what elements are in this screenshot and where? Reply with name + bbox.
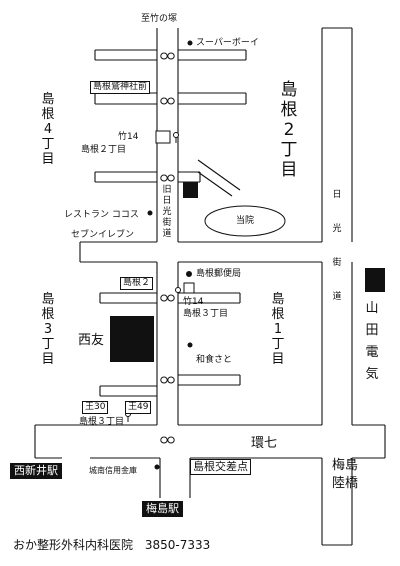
road-right-5 xyxy=(178,374,241,386)
label-post: 島根郵便局 xyxy=(196,269,242,279)
crossing-2 xyxy=(160,97,175,105)
crossing-4 xyxy=(160,294,175,302)
road-diagonal xyxy=(197,159,241,197)
label-seven: セブンイレブン xyxy=(71,230,135,240)
label-nishiarai: 西新井駅 xyxy=(10,463,62,479)
road-middle xyxy=(79,241,157,263)
area-shimane-2: 島根2丁目 xyxy=(280,80,298,180)
road-left-2 xyxy=(94,92,157,105)
crossing-3 xyxy=(160,174,175,182)
road-kannana xyxy=(34,424,322,459)
label-shimane2-stop: 島根２丁目 xyxy=(81,145,127,155)
road-left-5 xyxy=(99,385,157,397)
label-super: スーパーボーイ xyxy=(196,38,259,48)
road-left-1 xyxy=(94,49,157,61)
crossing-6 xyxy=(160,436,175,444)
label-shimane2-box: 島根２ xyxy=(120,277,154,290)
label-touin: 当院 xyxy=(236,216,255,226)
label-bank: 城南信用金庫 xyxy=(89,466,137,475)
dot-restaurant xyxy=(147,210,153,216)
box-take14 xyxy=(155,130,171,144)
yamada-building xyxy=(365,268,385,292)
label-nikko-kaido: 日光街道 xyxy=(332,190,342,302)
road-south xyxy=(159,458,191,498)
dot-post xyxy=(186,271,192,277)
label-restaurant: レストラン ココス xyxy=(64,210,139,220)
road-left-4 xyxy=(99,292,157,304)
touin-ellipse xyxy=(204,205,286,237)
crossing-5 xyxy=(160,376,175,384)
label-take14-a: 竹14 xyxy=(118,132,139,142)
label-take14-b: 竹14 xyxy=(183,297,204,307)
area-shimane-3: 島根3丁目 xyxy=(41,292,55,367)
road-right-3 xyxy=(178,171,201,183)
bus-stop-pin-2 xyxy=(175,287,181,298)
label-shimane3-a: 島根３丁目 xyxy=(183,309,229,319)
clinic-building xyxy=(183,182,198,198)
label-o30: 王30 xyxy=(82,401,109,414)
dot-super xyxy=(187,40,193,46)
clinic-footer: おか整形外科内科医院 3850-7333 xyxy=(13,538,210,552)
area-nishitomo: 西友 xyxy=(78,333,105,348)
label-kyu-nikko: 旧日光街道 xyxy=(162,185,172,239)
label-umejima-station: 梅島駅 xyxy=(142,501,183,517)
crossing-1 xyxy=(160,52,175,60)
area-shimane-4: 島根4丁目 xyxy=(41,92,55,167)
label-umejima-bridge: 梅島陸橋 xyxy=(331,458,358,491)
label-o49: 王49 xyxy=(125,401,152,414)
dot-bank xyxy=(154,464,160,470)
road-right-2 xyxy=(178,92,247,105)
label-shimane3-b: 島根３丁目 xyxy=(79,417,125,427)
label-washoku: 和食さと xyxy=(196,355,233,365)
label-kannana: 環七 xyxy=(251,436,278,451)
area-yamada: 山田電気 xyxy=(365,301,379,382)
clinic-name: おか整形外科内科医院 xyxy=(13,538,134,552)
area-shimane-1: 島根1丁目 xyxy=(271,292,285,367)
bus-stop-pin-1 xyxy=(173,132,179,143)
road-right-1 xyxy=(178,49,247,61)
label-koten: 島根交差点 xyxy=(190,459,251,475)
label-jinja: 島根鷲神社前 xyxy=(90,81,151,94)
dot-washoku xyxy=(187,342,193,348)
nishitomo-building xyxy=(110,316,154,362)
box-shimane2 xyxy=(183,282,195,294)
label-to-takenotsuka: 至竹の塚 xyxy=(141,14,178,24)
clinic-phone: 3850-7333 xyxy=(144,538,211,552)
road-left-3 xyxy=(94,171,157,183)
